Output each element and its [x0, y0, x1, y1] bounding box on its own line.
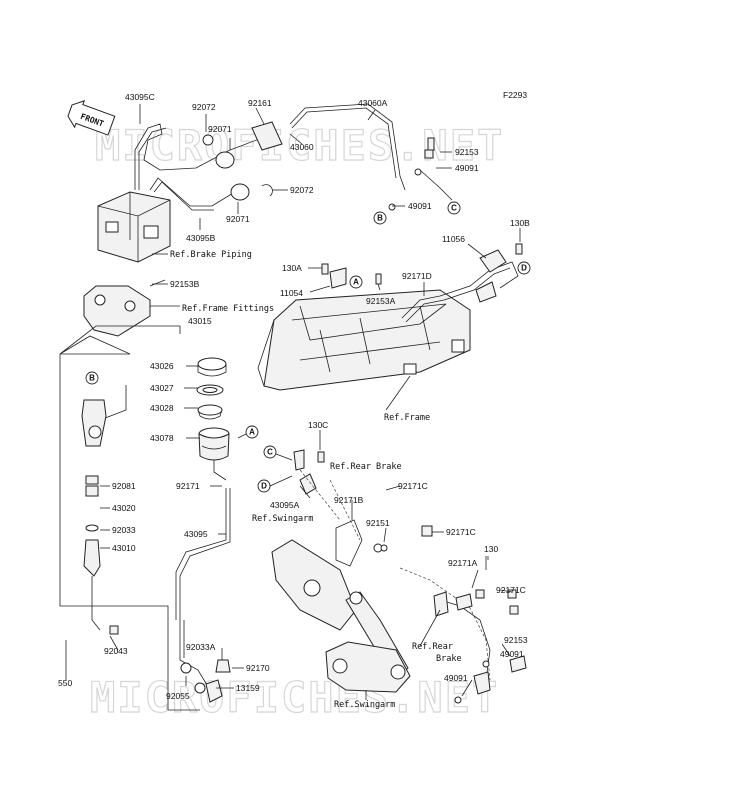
- part-label: 92171C: [398, 481, 428, 491]
- rear-brake-pipe: [321, 243, 523, 323]
- reservoir-hose: [175, 488, 231, 620]
- part-label: 92072: [290, 185, 314, 195]
- part-label: 43027: [150, 383, 174, 393]
- part-label: 92153: [455, 147, 479, 157]
- part-label: 92081: [112, 481, 136, 491]
- svg-text:A: A: [249, 428, 255, 437]
- part-label: 43095A: [270, 500, 300, 510]
- part-label: 92171C: [446, 527, 476, 537]
- rear-brake-hose: [380, 525, 527, 704]
- svg-text:A: A: [353, 278, 359, 287]
- svg-text:B: B: [89, 374, 95, 383]
- part-label: 43026: [150, 361, 174, 371]
- part-label: 92161: [248, 98, 272, 108]
- part-labels: 43095C 92072 92071 92161 43060A 43060 92…: [58, 92, 530, 701]
- abs-hydraulic-unit: [97, 191, 171, 263]
- part-label: 92171A: [448, 558, 478, 568]
- part-label: 130: [484, 544, 498, 554]
- ref-rear-brake-lower-line2: Brake: [436, 654, 462, 664]
- reservoir-stack: [196, 357, 230, 481]
- ref-frame-fittings: Ref.Frame Fittings: [182, 304, 274, 314]
- svg-text:D: D: [521, 264, 527, 273]
- callout-a-top: A: [349, 275, 363, 289]
- part-label: 11054: [280, 288, 303, 298]
- rear-linkage: [325, 567, 491, 693]
- part-label: 92153B: [170, 279, 200, 289]
- front-arrow-icon: FRONT: [67, 100, 116, 136]
- part-label: 49091: [500, 649, 524, 659]
- part-label: 92153A: [366, 296, 396, 306]
- part-label: 92171C: [496, 585, 526, 595]
- part-label: 43015: [188, 316, 212, 326]
- ref-brake-piping: Ref.Brake Piping: [170, 250, 252, 260]
- part-label: 43078: [150, 433, 174, 443]
- svg-text:D: D: [261, 482, 267, 491]
- part-label: 49091: [408, 201, 432, 211]
- part-label: 92171B: [334, 495, 364, 505]
- ref-swingarm-lower: Ref.Swingarm: [334, 700, 395, 710]
- svg-text:B: B: [377, 214, 383, 223]
- part-label: 92043: [104, 646, 128, 656]
- brake-pipes: [134, 103, 453, 211]
- callout-c-top: C: [447, 201, 461, 215]
- svg-text:C: C: [451, 204, 457, 213]
- figure-code: F2293: [503, 90, 527, 100]
- swingarm-section: [271, 449, 383, 631]
- part-label: 130A: [282, 263, 302, 273]
- part-label: 43060: [290, 142, 314, 152]
- svg-text:C: C: [267, 448, 273, 457]
- part-label: 92170: [246, 663, 270, 673]
- reservoir-bracket-group: [83, 279, 166, 337]
- part-label: 92153: [504, 635, 528, 645]
- ref-rear-brake-lower-line1: Ref.Rear: [412, 642, 453, 652]
- part-label: 92072: [192, 102, 216, 112]
- part-label: 13159: [236, 683, 260, 693]
- part-label: 92071: [226, 214, 250, 224]
- ref-frame: Ref.Frame: [384, 413, 430, 423]
- watermark-bottom: MICROFICHES.NET: [90, 673, 499, 722]
- part-label: 43028: [150, 403, 174, 413]
- part-label: 43010: [112, 543, 136, 553]
- part-label: 130C: [308, 420, 328, 430]
- part-label: 92171: [176, 481, 200, 491]
- group-outline-left: [59, 354, 200, 711]
- part-label: 92151: [366, 518, 390, 528]
- part-label: 43095B: [186, 233, 216, 243]
- part-label: 92171D: [402, 271, 432, 281]
- lower-fittings: [180, 659, 231, 703]
- part-label: 92071: [208, 124, 232, 134]
- part-label: 43060A: [358, 98, 388, 108]
- callout-b-top: B: [373, 211, 387, 225]
- part-label: 43095C: [125, 92, 155, 102]
- part-label: 49091: [444, 673, 468, 683]
- ref-swingarm-upper: Ref.Swingarm: [252, 514, 313, 524]
- callout-d-top: D: [517, 261, 531, 275]
- callout-d-mid: D: [257, 479, 271, 493]
- rear-master-cylinder: [65, 399, 119, 664]
- part-label: 49091: [455, 163, 479, 173]
- frame-section: [257, 289, 471, 391]
- part-label: 92033A: [186, 642, 216, 652]
- part-label: 43095: [184, 529, 208, 539]
- part-label: 11056: [442, 234, 465, 244]
- part-label: 550: [58, 678, 72, 688]
- callout-b-left: B: [85, 371, 99, 385]
- ref-rear-brake-upper: Ref.Rear Brake: [330, 462, 402, 472]
- part-label: 130B: [510, 218, 530, 228]
- part-label: 92055: [166, 691, 190, 701]
- part-label: 92033: [112, 525, 136, 535]
- callout-c-mid: C: [263, 445, 277, 459]
- leader-lines: [65, 104, 521, 700]
- reference-labels: Ref.Brake Piping Ref.Frame Fittings Ref.…: [170, 250, 462, 710]
- part-label: 43020: [112, 503, 136, 513]
- callout-a-mid: A: [245, 425, 259, 439]
